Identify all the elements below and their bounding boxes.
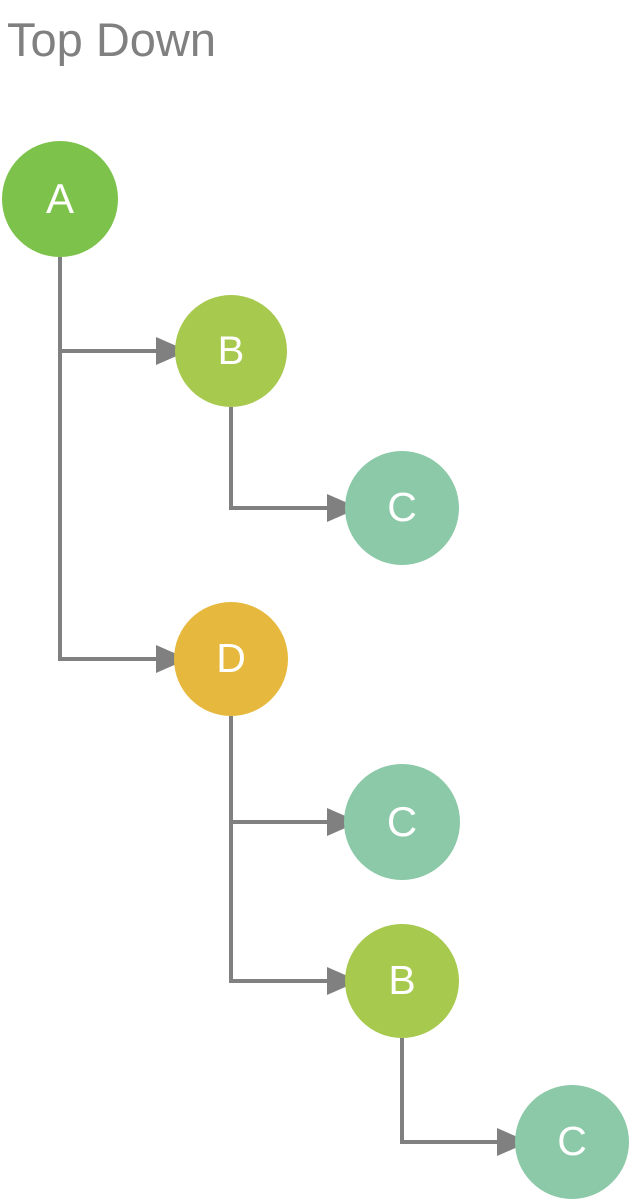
node-label: A	[45, 174, 74, 222]
node-c[interactable]: C	[344, 764, 460, 880]
node-label: C	[387, 484, 417, 530]
node-label: C	[557, 1118, 587, 1164]
node-label: C	[386, 797, 418, 845]
node-d[interactable]: D	[174, 602, 288, 716]
edge-b-to-c	[229, 407, 359, 522]
node-label: B	[217, 328, 245, 373]
edge-d-to-b	[229, 716, 359, 995]
node-b[interactable]: B	[175, 295, 287, 407]
node-a[interactable]: A	[2, 141, 118, 257]
diagram-title: Top Down	[7, 13, 216, 66]
node-label: B	[388, 957, 416, 1003]
node-c[interactable]: C	[345, 451, 459, 565]
node-b[interactable]: B	[345, 924, 459, 1038]
edges-group	[58, 257, 529, 1156]
node-label: D	[216, 635, 246, 681]
edge-d-to-c	[229, 716, 359, 836]
node-c[interactable]: C	[515, 1085, 629, 1199]
edge-b-to-c	[400, 1038, 529, 1156]
edge-a-to-b	[58, 257, 188, 365]
edge-a-to-d	[58, 257, 188, 673]
